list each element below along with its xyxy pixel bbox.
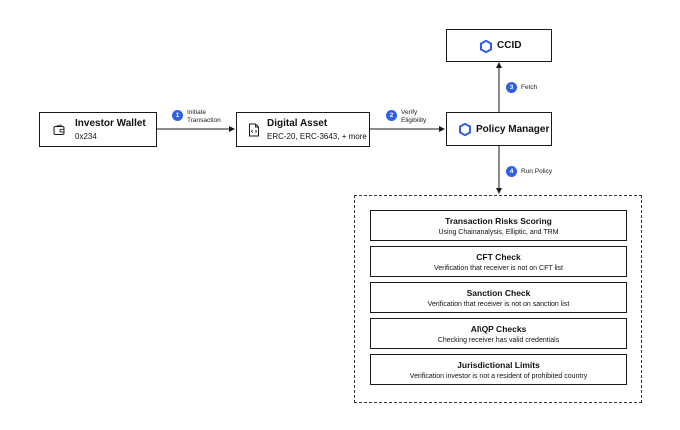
check-ai-qp[interactable]: AI\QP Checks Checking receiver has valid… (370, 318, 627, 349)
investor-wallet-address: 0x234 (75, 132, 97, 141)
step-3-label: Fetch (521, 84, 538, 91)
check-title: AI\QP Checks (470, 324, 527, 334)
check-description: Verification that receiver is not on CFT… (433, 265, 564, 272)
check-description: Checking receiver has valid credentials (437, 337, 560, 344)
hexagon-icon (459, 123, 471, 136)
digital-asset-standards: ERC-20, ERC-3643, + more (267, 132, 367, 141)
hexagon-icon (480, 40, 492, 53)
step-2-label-line2: Eligibility (401, 117, 427, 124)
investor-wallet-node[interactable]: Investor Wallet 0x234 (39, 112, 157, 147)
check-sanction[interactable]: Sanction Check Verification that receive… (370, 282, 627, 313)
wallet-icon (53, 124, 65, 135)
check-title: Sanction Check (466, 288, 531, 298)
policy-manager-node[interactable]: Policy Manager (446, 112, 552, 146)
check-title: Transaction Risks Scoring (445, 216, 552, 226)
check-description: Using Chainanalysis, Elliptic, and TRM (438, 229, 559, 236)
check-transaction-risk-scoring[interactable]: Transaction Risks Scoring Using Chainana… (370, 210, 627, 241)
check-jurisdictional-limits[interactable]: Jurisdictional Limits Verification inves… (370, 354, 627, 385)
step-2-label-line1: Verify (401, 109, 418, 116)
step-1-label-line2: Transaction (187, 117, 221, 124)
check-title: CFT Check (476, 252, 521, 262)
step-1-badge: 1 (172, 110, 183, 121)
digital-asset-title: Digital Asset (267, 118, 328, 129)
ccid-node[interactable]: CCID (446, 29, 552, 62)
step-1-label-line1: Initiate (187, 109, 207, 116)
step-3-badge: 3 (506, 82, 517, 93)
check-cft[interactable]: CFT Check Verification that receiver is … (370, 246, 627, 277)
digital-asset-node[interactable]: Digital Asset ERC-20, ERC-3643, + more (236, 112, 370, 147)
ccid-title: CCID (497, 40, 522, 51)
check-title: Jurisdictional Limits (457, 360, 540, 370)
step-2-badge: 2 (386, 110, 397, 121)
document-code-icon (249, 123, 259, 137)
policy-manager-title: Policy Manager (476, 124, 550, 135)
investor-wallet-title: Investor Wallet (75, 118, 146, 129)
step-4-badge: 4 (506, 166, 517, 177)
check-description: Verification investor is not a resident … (409, 373, 588, 380)
step-4-label: Run Policy (521, 168, 553, 175)
check-description: Verification that receiver is not on san… (427, 301, 570, 308)
policy-checks-group (354, 195, 642, 403)
